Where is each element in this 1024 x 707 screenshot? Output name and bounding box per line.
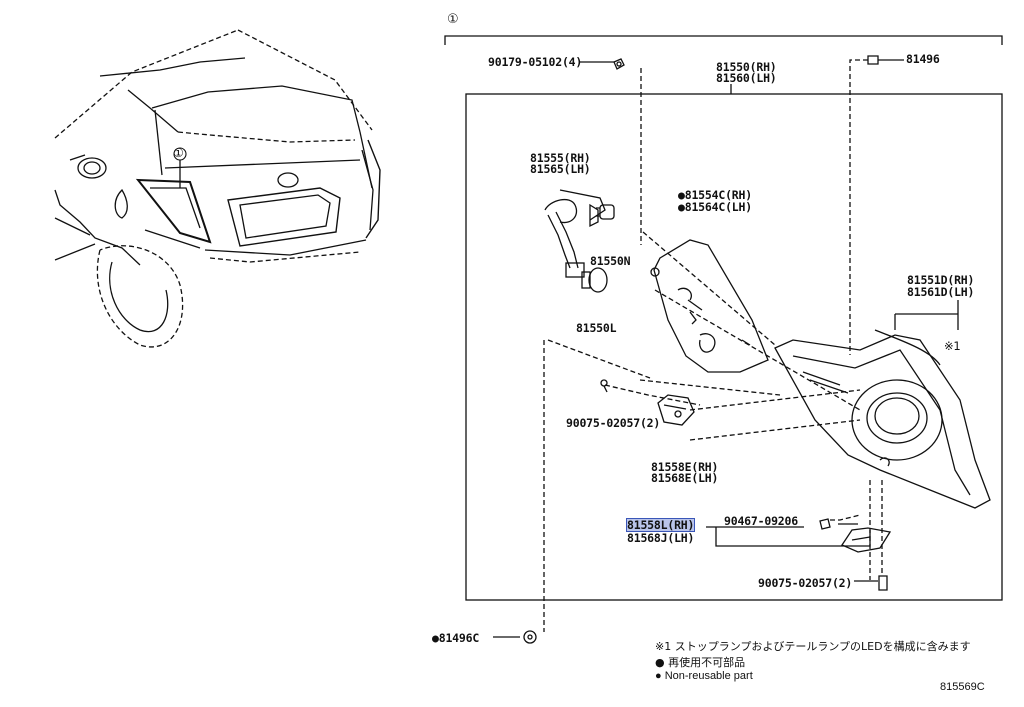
lens-note-marker: ※1 — [944, 339, 961, 353]
bulb-n-icon — [596, 204, 615, 220]
part-label-bracket-e-lh[interactable]: 81568E(LH) — [651, 471, 719, 485]
part-label-cover-lh[interactable]: ●81564C(LH) — [678, 200, 752, 214]
callout-marker-top: ① — [447, 12, 459, 27]
housing-cover-icon — [650, 239, 769, 373]
note-line-1: ※1 ストップランプおよびテールランプのLEDを構成に含みます — [655, 640, 971, 653]
part-label-nut[interactable]: 90467-09206 — [724, 514, 798, 528]
socket-wire-icon — [544, 189, 606, 278]
nut-icon — [819, 518, 831, 530]
part-label-clip-bottom[interactable]: ●81496C — [432, 631, 480, 645]
part-label-bulb-n[interactable]: 81550N — [590, 254, 631, 268]
bracket-e-icon — [657, 394, 695, 426]
note-line-2: ● 再使用不可部品 — [655, 656, 746, 669]
bracket-l-icon — [841, 527, 892, 553]
part-label-cover-rh[interactable]: ●81554C(RH) — [678, 188, 752, 202]
note-line-3: ● Non-reusable part — [655, 670, 753, 682]
screw-bottom-icon — [878, 575, 888, 591]
screw-mid-icon — [600, 379, 608, 393]
rear-lens-icon — [774, 329, 991, 509]
clip-bottom-icon — [523, 630, 537, 644]
part-label-screw-mid[interactable]: 90075-02057(2) — [566, 416, 661, 430]
part-label-lens-lh[interactable]: 81561D(LH) — [907, 285, 975, 299]
part-label-socket-lh[interactable]: 81565(LH) — [530, 162, 591, 176]
bulb-l-icon — [581, 267, 608, 293]
part-label-bracket-j-lh[interactable]: 81568J(LH) — [627, 531, 695, 545]
part-label-screw-top[interactable]: 90179-05102(4) — [488, 55, 583, 69]
part-label-lamp-lh[interactable]: 81560(LH) — [716, 71, 777, 85]
part-label-lamp-rh[interactable]: 81550(RH) — [716, 60, 777, 74]
part-label-lens-rh[interactable]: 81551D(RH) — [907, 273, 975, 287]
part-label-screw-bottom[interactable]: 90075-02057(2) — [758, 576, 853, 590]
screw-top-icon — [613, 58, 625, 70]
part-label-bracket-l-rh[interactable]: 81558L(RH) — [625, 518, 696, 532]
clip-top-icon — [867, 55, 904, 65]
part-label-bracket-e-rh[interactable]: 81558E(RH) — [651, 460, 719, 474]
part-label-socket-rh[interactable]: 81555(RH) — [530, 151, 591, 165]
part-label-bulb-l[interactable]: 81550L — [576, 321, 617, 335]
part-label-clip-top[interactable]: 81496 — [906, 52, 940, 66]
car-illustration — [54, 29, 381, 348]
callout-marker-car: ① — [173, 146, 184, 160]
diagram-id: 815569C — [940, 681, 985, 693]
